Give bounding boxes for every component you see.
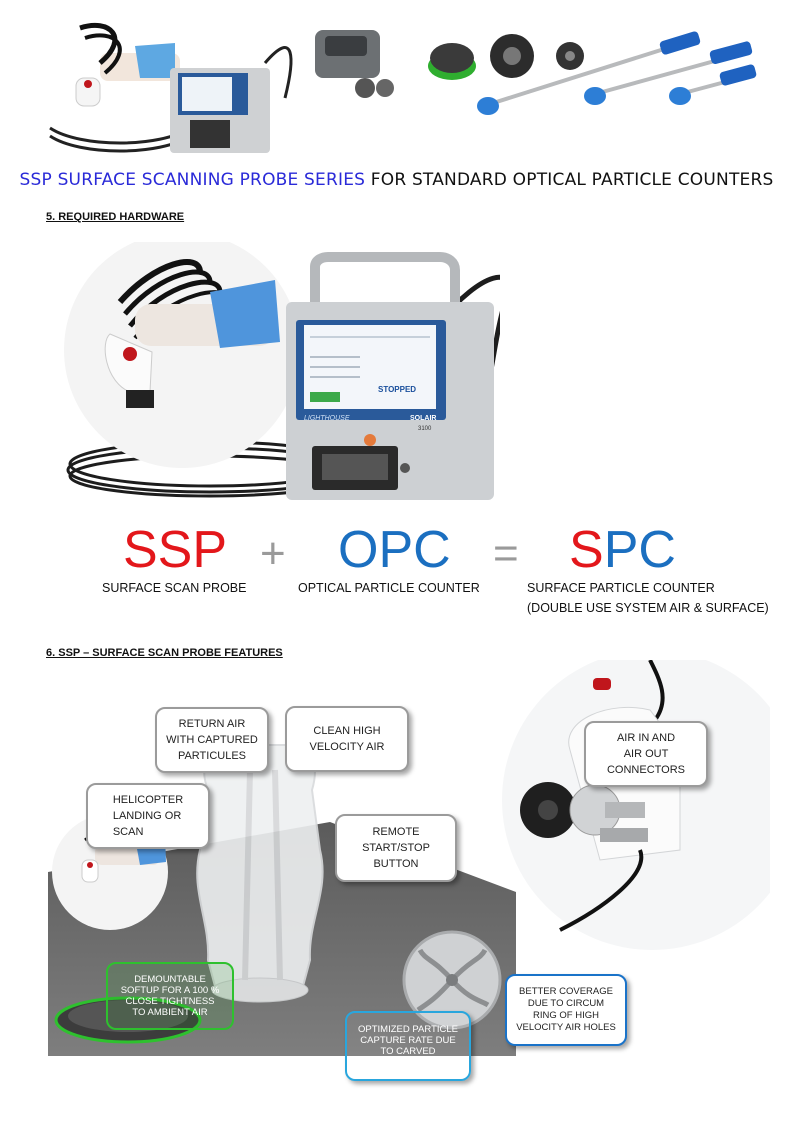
equation-spc-pc: PC bbox=[603, 521, 676, 579]
probe-hand-photo bbox=[49, 22, 191, 153]
callout-helicopter-line2: LANDING OR bbox=[112, 810, 182, 822]
page-title: SSP SURFACE SCANNING PROBE SERIES FOR ST… bbox=[0, 170, 793, 190]
callout-optimized-line1: OPTIMIZED PARTICLE bbox=[358, 1024, 458, 1035]
callout-optimized-line4: CHANNEL DESIGN bbox=[365, 1057, 451, 1068]
callout-softup: DEMOUNTABLE SOFTUP FOR A 100 % CLOSE TIG… bbox=[106, 962, 234, 1030]
equation-equals: = bbox=[493, 529, 519, 578]
product-strip bbox=[49, 22, 757, 153]
counter-brand: LIGHTHOUSE bbox=[304, 415, 350, 422]
callout-softup-line2: SOFTUP FOR A 100 % bbox=[120, 985, 220, 996]
equation-spc: SPC bbox=[569, 524, 676, 576]
caption-spc-sub: (DOUBLE USE SYSTEM AIR & SURFACE) bbox=[527, 601, 769, 615]
callout-connectors-line2: AIR OUT bbox=[623, 748, 669, 760]
callout-clean-air-line2: VELOCITY AIR bbox=[309, 741, 385, 753]
callout-coverage-line3: RING OF HIGH bbox=[533, 1010, 599, 1021]
adapter-heads-photo bbox=[315, 30, 584, 98]
callout-remote-line2: START/STOP bbox=[362, 842, 430, 854]
counter-status: STOPPED bbox=[378, 385, 416, 394]
counter-model-no: 3100 bbox=[418, 426, 432, 432]
wand-probes-photo bbox=[477, 31, 757, 115]
callout-return-air-line1: RETURN AIR bbox=[178, 718, 246, 730]
callout-coverage-line4: VELOCITY AIR HOLES bbox=[516, 1022, 616, 1033]
callout-return-air-line3: PARTICULES bbox=[177, 750, 247, 762]
caption-spc: SURFACE PARTICLE COUNTER bbox=[527, 581, 715, 595]
callout-clean-air-line1: CLEAN HIGH bbox=[313, 725, 381, 737]
callout-return-air-line2: WITH CAPTURED bbox=[166, 734, 258, 746]
callout-connectors-line1: AIR IN AND bbox=[616, 732, 676, 744]
callout-connectors-line3: CONNECTORS bbox=[606, 764, 686, 776]
callout-optimized-line2: CAPTURE RATE DUE bbox=[360, 1035, 456, 1046]
callout-coverage-line1: BETTER COVERAGE bbox=[519, 986, 613, 997]
callout-helicopter: HELICOPTER LANDING OR SCAN bbox=[86, 783, 210, 849]
equation-ssp: SSP bbox=[123, 521, 228, 579]
callout-remote-line3: BUTTON bbox=[373, 858, 419, 870]
title-black: FOR STANDARD OPTICAL PARTICLE COUNTERS bbox=[370, 170, 774, 190]
section-6-heading: 6. SSP – SURFACE SCAN PROBE FEATURES bbox=[46, 647, 283, 659]
callout-coverage: BETTER COVERAGE DUE TO CIRCUM RING OF HI… bbox=[505, 974, 627, 1046]
callout-softup-line1: DEMOUNTABLE bbox=[134, 974, 206, 985]
callout-helicopter-line3: SCAN bbox=[112, 826, 144, 838]
callout-remote-line1: REMOTE bbox=[372, 826, 420, 838]
required-hardware-illustration: STOPPED LIGHTHOUSE SOLAIR 3100 bbox=[64, 242, 500, 500]
callout-optimized-line3: TO CARVED bbox=[380, 1046, 436, 1057]
callout-coverage-line2: DUE TO CIRCUM bbox=[527, 998, 605, 1009]
features-illustration bbox=[48, 660, 770, 1056]
particle-counter-photo bbox=[170, 46, 293, 153]
counter-model: SOLAIR bbox=[410, 415, 436, 422]
callout-clean-air: CLEAN HIGH VELOCITY AIR bbox=[285, 706, 409, 772]
callout-return-air: RETURN AIR WITH CAPTURED PARTICULES bbox=[155, 707, 269, 773]
caption-ssp: SURFACE SCAN PROBE bbox=[102, 581, 247, 595]
callout-connectors: AIR IN AND AIR OUT CONNECTORS bbox=[584, 721, 708, 787]
callout-helicopter-line1: HELICOPTER bbox=[112, 794, 184, 806]
equation-plus: + bbox=[260, 529, 286, 578]
title-blue: SSP SURFACE SCANNING PROBE SERIES bbox=[19, 170, 366, 190]
particle-counter-device: STOPPED LIGHTHOUSE SOLAIR 3100 bbox=[286, 252, 494, 500]
callout-remote-button: REMOTE START/STOP BUTTON bbox=[335, 814, 457, 882]
caption-opc: OPTICAL PARTICLE COUNTER bbox=[298, 581, 480, 595]
callout-softup-line4: TO AMBIENT AIR bbox=[132, 1007, 208, 1018]
equation-opc-text: OPC bbox=[338, 521, 451, 579]
equation-spc-s: S bbox=[569, 521, 604, 579]
callout-softup-line3: CLOSE TIGHTNESS bbox=[125, 996, 215, 1007]
callout-optimized: OPTIMIZED PARTICLE CAPTURE RATE DUE TO C… bbox=[345, 1011, 471, 1081]
section-5-heading: 5. REQUIRED HARDWARE bbox=[46, 211, 185, 223]
